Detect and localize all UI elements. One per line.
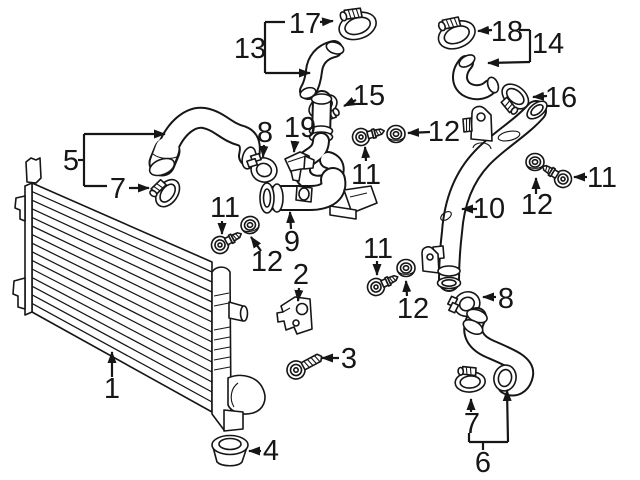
callout-14-17: 14 [532, 28, 564, 60]
intercooler [12, 157, 266, 432]
leader-line-18 [477, 25, 493, 35]
callout-5-4: 5 [63, 145, 79, 177]
callout-12-23: 12 [397, 293, 429, 325]
grommet-12d [396, 258, 416, 278]
mount-bracket-2 [276, 296, 313, 335]
callout-2-1: 2 [293, 259, 309, 291]
callout-11-9: 11 [210, 192, 240, 224]
callout-11-22: 11 [363, 233, 393, 265]
leader-line-12 [402, 280, 412, 297]
callout-13-11: 13 [234, 33, 266, 65]
charge-pipe-10 [421, 100, 548, 292]
callout-3-2: 3 [341, 343, 357, 375]
callout-6-26: 6 [475, 447, 491, 479]
callout-12-10: 12 [251, 246, 283, 278]
callout-12-15: 12 [428, 116, 460, 148]
callout-19-7: 19 [284, 112, 316, 144]
grommet-12b [386, 124, 406, 144]
callout-17-12: 17 [289, 8, 321, 40]
rubber-mount-4 [211, 434, 249, 467]
hose-clamp-18 [431, 9, 481, 55]
leader-line-2 [294, 287, 304, 302]
callout-7-25: 7 [464, 408, 480, 440]
callout-1-0: 1 [104, 373, 120, 405]
leader-line-12 [250, 236, 262, 252]
hose-elbow-13 [299, 40, 345, 100]
callout-18-16: 18 [491, 16, 523, 48]
boost-sensor-19 [284, 151, 315, 182]
callout-12-21: 12 [521, 189, 553, 221]
screw-3 [283, 347, 327, 383]
hose-upper-left [148, 106, 261, 177]
leader-line-15 [343, 97, 357, 107]
grommet-12c [525, 152, 545, 172]
leader-line-6 [502, 389, 512, 443]
leader-line-11 [361, 146, 371, 162]
callout-9-8: 9 [284, 226, 300, 258]
hose-clamp-7b [453, 363, 487, 395]
callout-15-13: 15 [353, 80, 385, 112]
leader-line-8 [259, 144, 269, 158]
bolt-11d [363, 268, 403, 300]
callout-11-14: 11 [351, 159, 381, 191]
bolt-11b [349, 121, 388, 149]
leader-line-14 [487, 58, 531, 68]
callout-7-5: 7 [110, 173, 126, 205]
callout-4-3: 4 [263, 435, 279, 467]
leader-line-16 [532, 91, 548, 101]
callout-10-19: 10 [473, 193, 505, 225]
grommet-12a [238, 214, 262, 236]
leader-line-17 [319, 17, 334, 27]
hose-clamp-7a [145, 170, 186, 212]
hose-clamp-17 [332, 1, 381, 45]
callout-11-20: 11 [587, 162, 617, 194]
bolt-11a [207, 225, 246, 258]
callout-8-24: 8 [498, 283, 514, 315]
leader-line-19 [290, 140, 300, 153]
callout-16-18: 16 [545, 82, 577, 114]
leader-line-12 [407, 128, 431, 137]
hose-elbow-14 [452, 54, 500, 101]
charge-hose-9 [259, 90, 378, 220]
leader-line-9 [286, 211, 296, 230]
callout-8-6: 8 [257, 117, 273, 149]
hose-lower-6 [462, 307, 535, 397]
